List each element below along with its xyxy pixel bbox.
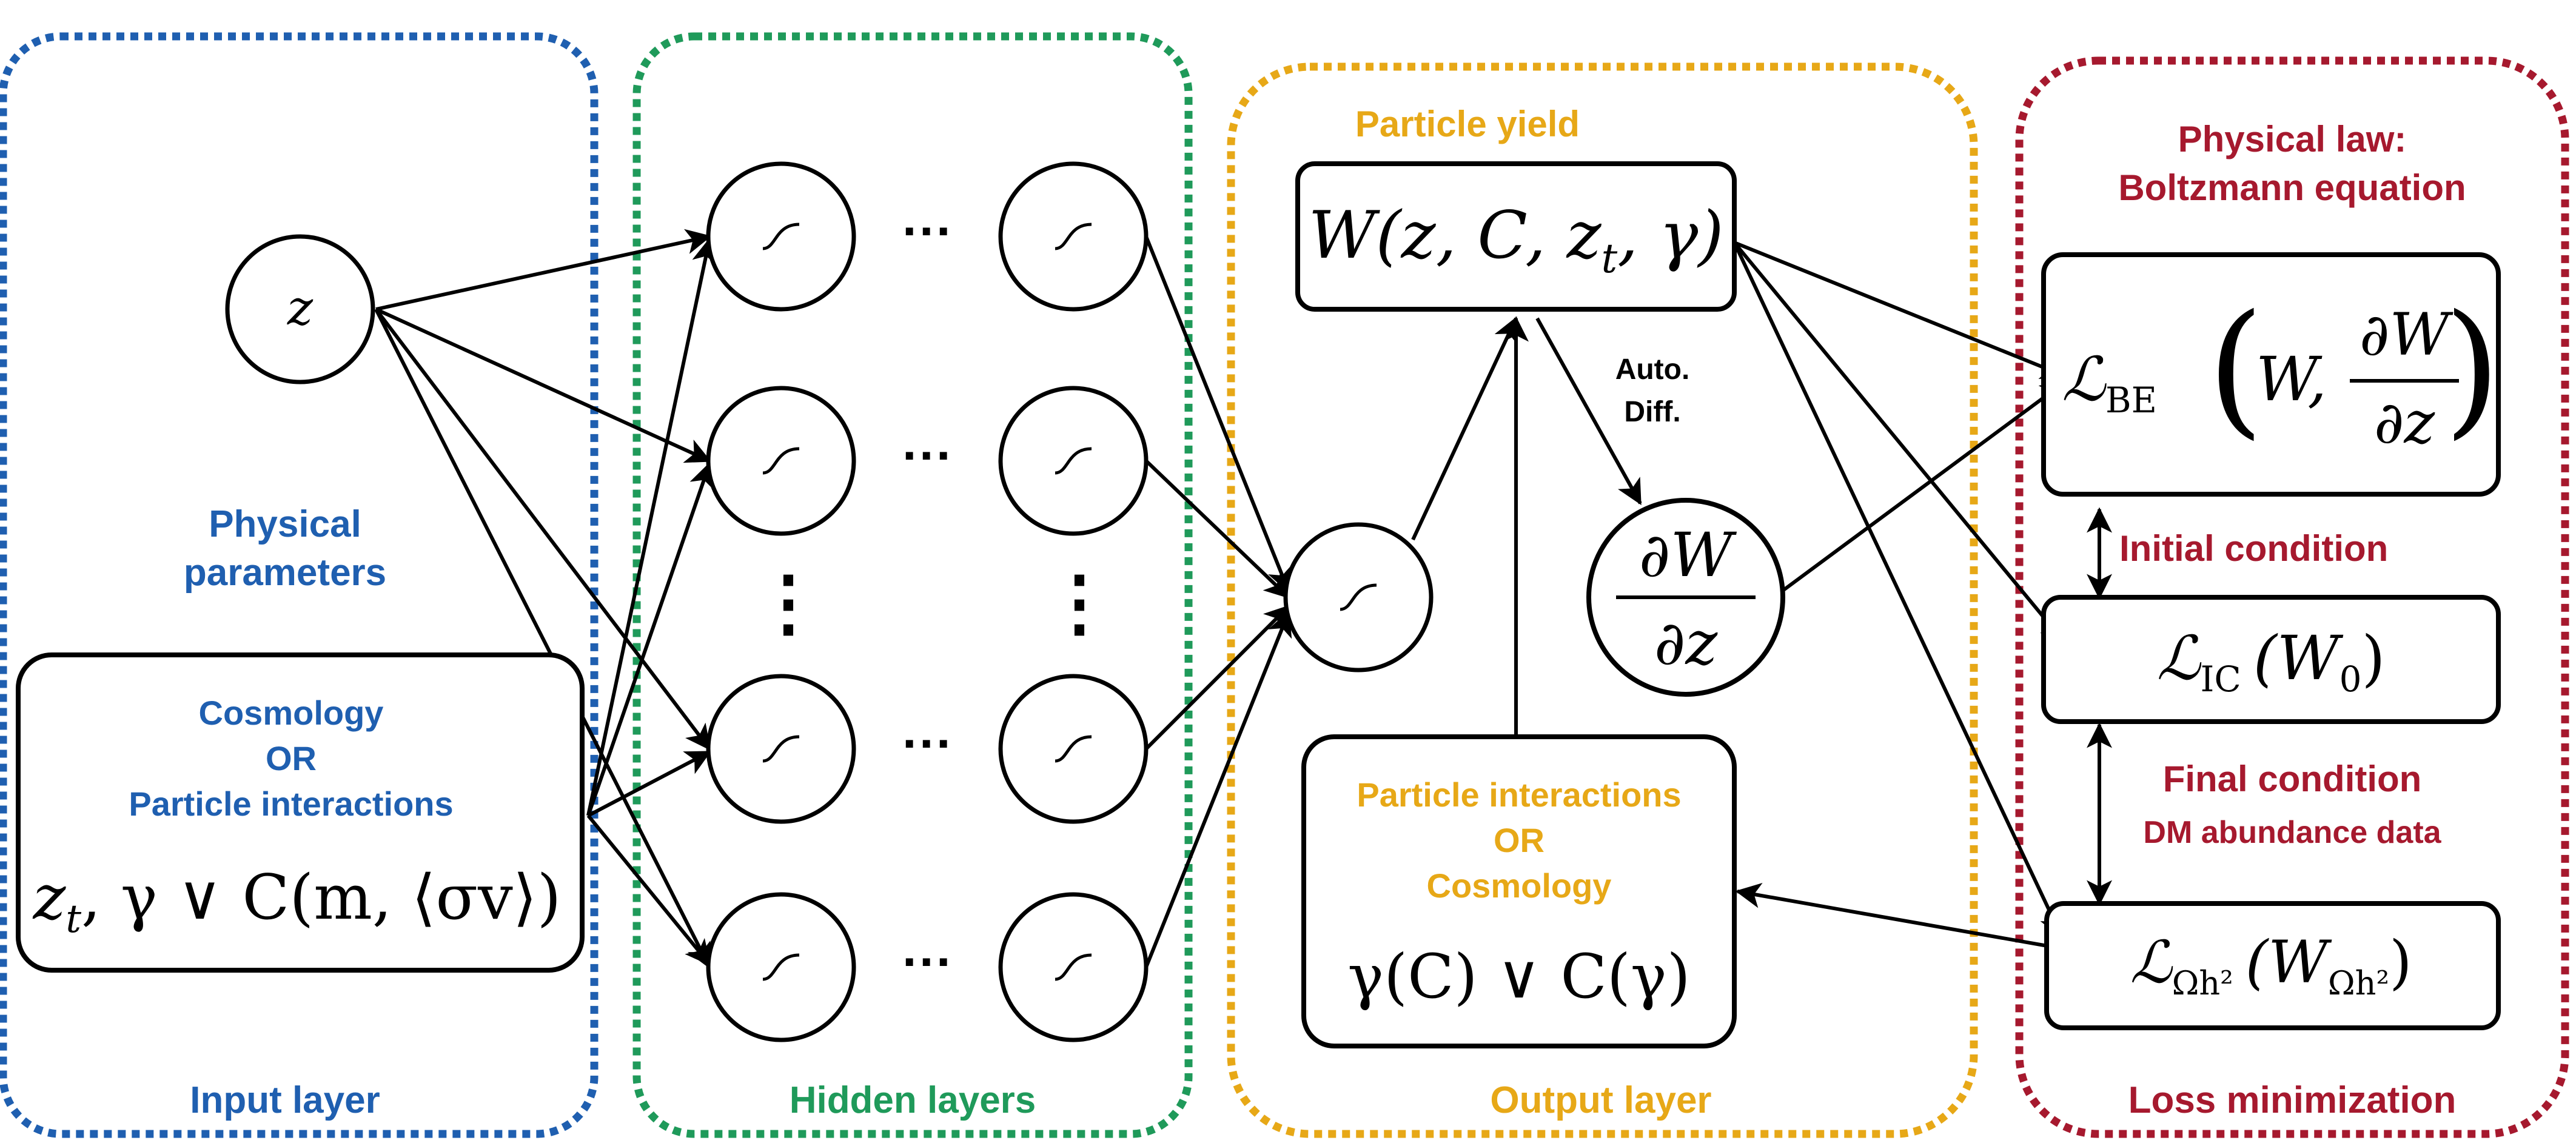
ic-loss-box (2041, 595, 2501, 724)
neuron (998, 386, 1149, 536)
hdots-3: ··· (902, 715, 953, 772)
hidden-layers-caption: Hidden layers (790, 1079, 1036, 1121)
neuron (706, 161, 856, 312)
edge (1535, 317, 1642, 506)
edge (374, 308, 711, 751)
edge (587, 750, 712, 817)
derivative-numerator: ∂W (1639, 520, 1737, 591)
be-W: W, (2256, 344, 2327, 415)
hidden-connections (1144, 235, 1292, 968)
hidden-panel (632, 32, 1193, 1138)
output-layer-caption: Output layer (1490, 1079, 1711, 1121)
output-box-line2: OR (1494, 821, 1545, 859)
edge (375, 307, 712, 463)
hdots-1: ··· (902, 203, 953, 260)
neuron (706, 674, 856, 824)
output-box-line1: Particle interactions (1357, 776, 1681, 814)
z-input-node (225, 234, 375, 384)
yield-box (1295, 161, 1737, 312)
physical-parameters-title-2: parameters (184, 552, 386, 594)
edge (375, 229, 712, 311)
hdots-2: ··· (902, 427, 953, 484)
autodiff-label-2: Diff. (1624, 396, 1680, 428)
dm-abundance-label: DM abundance data (2143, 815, 2441, 850)
z-node-label: z (287, 280, 314, 336)
edge (1773, 380, 2067, 599)
output-box-line3: Cosmology (1427, 867, 1612, 905)
output-connections (1411, 316, 1642, 737)
edge (586, 814, 711, 966)
edge (1144, 235, 1292, 594)
edge (1732, 241, 2067, 645)
omega-loss-box (2044, 901, 2501, 1030)
loss-panel (2015, 56, 2569, 1138)
omega-loss-formula: ℒΩh²(WΩh²) (2130, 928, 2412, 1002)
ic-loss-formula: ℒIC(W0) (2156, 623, 2385, 700)
be-close-paren: ) (2444, 283, 2501, 453)
input-box-line2: OR (266, 739, 317, 777)
edge (1411, 316, 1518, 541)
edge (1735, 882, 2065, 951)
edge (1144, 610, 1292, 968)
hdots-4: ··· (902, 933, 953, 990)
neuron (706, 892, 856, 1042)
input-panel (0, 32, 599, 1138)
loss-minimization-caption: Loss minimization (2128, 1079, 2457, 1121)
be-open-paren: ( (2207, 283, 2264, 453)
yield-formula: W(z, C, zt, γ) (1309, 198, 1724, 282)
vdots-1: ⋮ (752, 562, 825, 643)
physical-law-title-2: Boltzmann equation (2118, 167, 2466, 208)
input-connections (374, 229, 717, 970)
neuron (998, 161, 1149, 312)
be-numerator: ∂W (2360, 301, 2454, 369)
autodiff-label-1: Auto. (1615, 354, 1690, 386)
edge (1144, 459, 1290, 599)
final-condition-label: Final condition (2163, 759, 2422, 799)
be-loss-symbol: ℒBE (2062, 344, 2157, 421)
initial-condition-label: Initial condition (2119, 528, 2388, 569)
output-box-formula: γ(C) ∨ C(γ) (1347, 941, 1690, 1012)
edge (374, 308, 711, 970)
input-layer-caption: Input layer (190, 1079, 380, 1121)
neuron (706, 386, 856, 536)
edge (586, 461, 714, 816)
be-denominator: ∂z (2374, 389, 2436, 457)
hidden-neurons (706, 161, 1149, 1042)
input-box-line1: Cosmology (199, 694, 384, 732)
vdots-2: ⋮ (1043, 562, 1116, 643)
output-panel (1227, 62, 1978, 1138)
edge (1732, 241, 2064, 939)
neuron (998, 892, 1149, 1042)
edge (1144, 605, 1290, 751)
input-formula: zt, γ ∨ C(m, ⟨σv⟩) (33, 862, 562, 942)
neuron (998, 674, 1149, 824)
input-box-line3: Particle interactions (129, 785, 453, 823)
output-neuron (1283, 522, 1434, 672)
derivative-denominator: ∂z (1654, 608, 1719, 679)
edge (1733, 241, 2067, 380)
edge (586, 237, 717, 816)
boltzmann-loss-box (2041, 252, 2501, 497)
output-parameters-box (1301, 734, 1737, 1048)
physical-parameters-title: Physical (209, 503, 361, 545)
particle-yield-title: Particle yield (1355, 104, 1580, 144)
loss-connections (1732, 241, 2112, 951)
physical-law-title-1: Physical law: (2178, 119, 2407, 159)
input-parameters-box (16, 652, 585, 973)
